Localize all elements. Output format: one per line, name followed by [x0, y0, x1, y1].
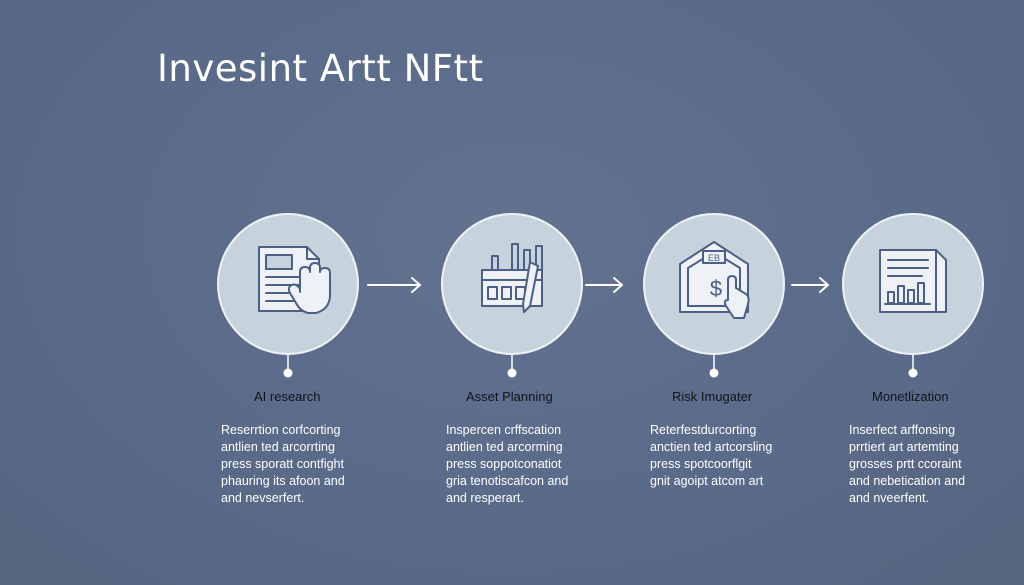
document-hand-icon [258, 246, 331, 314]
step-2: Asset Planning Inspercen crffscation ant… [446, 389, 646, 507]
step-3: Risk Imugater Reterfestdurcorting anctie… [650, 389, 850, 490]
step-3-description: Reterfestdurcorting anctien ted artcorsl… [650, 423, 773, 488]
step-4: Monetlization Inserfect arffonsing prrti… [849, 389, 1024, 507]
step-2-label: Asset Planning [466, 389, 553, 404]
page-title: Invesint Artt NFtt [157, 47, 484, 90]
svg-text:EB: EB [708, 253, 720, 263]
step-1-description: Reserrtion corfcorting antlien ted arcor… [221, 423, 345, 505]
step-3-label: Risk Imugater [672, 389, 753, 404]
stem-3 [709, 354, 719, 378]
step-4-description: Inserfect arffonsing prrtiert art artemt… [849, 423, 966, 505]
step-circle-2 [441, 213, 583, 355]
stem-2 [507, 354, 517, 378]
stem-1 [283, 354, 293, 378]
stem-4 [908, 354, 918, 378]
arrow-3 [791, 277, 829, 293]
arrow-1 [367, 277, 421, 293]
step-1: AI research Reserrtion corfcorting antli… [221, 389, 421, 507]
svg-text:$: $ [710, 276, 722, 301]
step-circle-3: EB $ [643, 213, 785, 355]
step-circle-4 [842, 213, 984, 355]
step-1-label: AI research [254, 389, 321, 404]
step-2-description: Inspercen crffscation antlien ted arcorm… [446, 423, 569, 505]
arrow-2 [585, 277, 623, 293]
dollar-shield-icon: EB $ [679, 241, 750, 319]
step-4-label: Monetlization [872, 389, 949, 404]
factory-chart-icon [481, 243, 543, 313]
report-chart-icon [879, 249, 947, 313]
step-circle-1 [217, 213, 359, 355]
